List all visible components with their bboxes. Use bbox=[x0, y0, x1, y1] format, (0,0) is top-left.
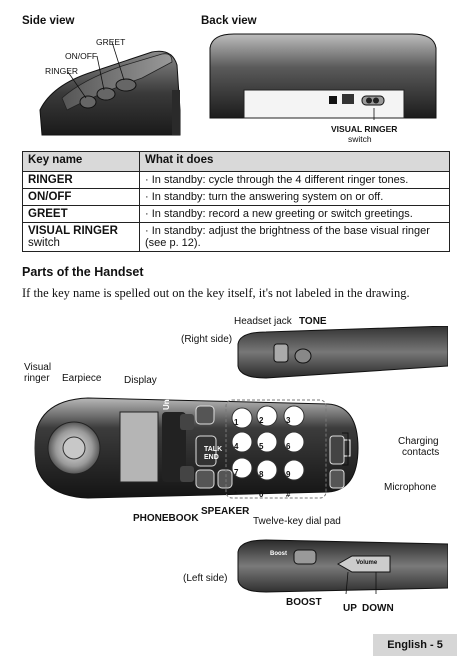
headset-jack-label: Headset jack bbox=[234, 316, 292, 327]
microphone-label: Microphone bbox=[384, 482, 437, 493]
key-name-cell: ON/OFF bbox=[22, 188, 140, 206]
handset-right-side-illustration bbox=[237, 326, 448, 379]
talk-text: TALK bbox=[204, 446, 223, 453]
dial-key: 2 bbox=[259, 416, 264, 425]
back-view-title: Back view bbox=[201, 15, 257, 27]
charging-contacts-label-2: contacts bbox=[402, 447, 440, 458]
key-name: ON/OFF bbox=[28, 191, 72, 203]
right-side-label: (Right side) bbox=[181, 334, 233, 345]
key-suffix: switch bbox=[28, 237, 60, 249]
left-side-label: (Left side) bbox=[183, 573, 228, 584]
parts-title: Parts of the Handset bbox=[22, 265, 144, 279]
boost-label: BOOST bbox=[286, 597, 322, 608]
ringer-label: RINGER bbox=[45, 66, 79, 76]
table-row: ON/OFF · In standby: turn the answering … bbox=[22, 188, 450, 206]
key-desc-cell: · In standby: record a new greeting or s… bbox=[139, 205, 450, 223]
switch-sublabel: switch bbox=[348, 134, 372, 144]
end-text: END bbox=[204, 454, 219, 461]
table-row: RINGER · In standby: cycle through the 4… bbox=[22, 171, 450, 189]
back-view-illustration bbox=[209, 33, 437, 120]
table-header-row: Key name What it does bbox=[22, 151, 450, 172]
charging-contacts-label-1: Charging bbox=[398, 436, 439, 447]
visual-ringer-switch-label: VISUAL RINGER bbox=[331, 124, 398, 134]
speaker-label: SPEAKER bbox=[201, 506, 250, 517]
brand-logo-text: Uniden bbox=[162, 382, 171, 410]
key-table: Key name What it does RINGER · In standb… bbox=[22, 151, 450, 252]
column-header: What it does bbox=[139, 151, 450, 172]
dial-key: 7 bbox=[234, 468, 239, 477]
dial-pad-label: Twelve-key dial pad bbox=[253, 516, 341, 527]
display-label: Display bbox=[124, 375, 157, 386]
key-name: GREET bbox=[28, 208, 68, 220]
column-header: Key name bbox=[22, 151, 140, 172]
key-desc-cell: · In standby: turn the answering system … bbox=[139, 188, 450, 206]
key-name: RINGER bbox=[28, 174, 73, 186]
key-name-cell: GREET bbox=[22, 205, 140, 223]
key-name: VISUAL RINGER bbox=[28, 225, 118, 237]
dial-pad: 1 2 3 4 5 6 7 8 9 * 0 # bbox=[226, 404, 326, 504]
tone-label: TONE bbox=[299, 316, 327, 327]
dial-key: 8 bbox=[259, 470, 264, 479]
key-desc-cell: · In standby: adjust the brightness of t… bbox=[139, 222, 450, 252]
dial-key: 0 bbox=[259, 490, 264, 499]
page-footer: English - 5 bbox=[373, 634, 457, 656]
parts-body: If the key name is spelled out on the ke… bbox=[22, 286, 410, 300]
dial-key: 5 bbox=[259, 442, 264, 451]
greet-label: GREET bbox=[96, 37, 126, 47]
dial-key: 6 bbox=[286, 442, 291, 451]
side-view-illustration bbox=[39, 41, 181, 136]
key-desc-cell: · In standby: cycle through the 4 differ… bbox=[139, 171, 450, 189]
charging-bracket bbox=[342, 432, 349, 466]
earpiece-label: Earpiece bbox=[62, 373, 102, 384]
onoff-label: ON/OFF bbox=[65, 51, 98, 61]
key-name-cell: VISUAL RINGER switch bbox=[22, 222, 140, 252]
dial-key: 1 bbox=[234, 418, 239, 427]
dial-key: 4 bbox=[234, 442, 239, 451]
up-label: UP bbox=[343, 603, 357, 614]
visual-ringer-label-line1: Visual bbox=[24, 362, 52, 373]
dial-key: 9 bbox=[286, 470, 291, 479]
side-view-title: Side view bbox=[22, 15, 75, 27]
dial-key: * bbox=[234, 490, 238, 499]
dial-key: 3 bbox=[286, 416, 291, 425]
visual-ringer-label-line2: ringer bbox=[24, 373, 50, 384]
phonebook-label: PHONEBOOK bbox=[133, 513, 199, 524]
table-row: GREET · In standby: record a new greetin… bbox=[22, 205, 450, 223]
boost-key-text: Boost bbox=[270, 551, 287, 557]
down-label: DOWN bbox=[362, 603, 394, 614]
table-row: VISUAL RINGER switch · In standby: adjus… bbox=[22, 222, 450, 252]
handset-left-side-illustration bbox=[237, 539, 448, 595]
handset-front-illustration bbox=[31, 397, 359, 499]
dial-key: # bbox=[286, 490, 291, 499]
volume-key-text: Volume bbox=[356, 560, 378, 566]
brand-logo: Uniden bbox=[162, 383, 171, 410]
key-name-cell: RINGER bbox=[22, 171, 140, 189]
